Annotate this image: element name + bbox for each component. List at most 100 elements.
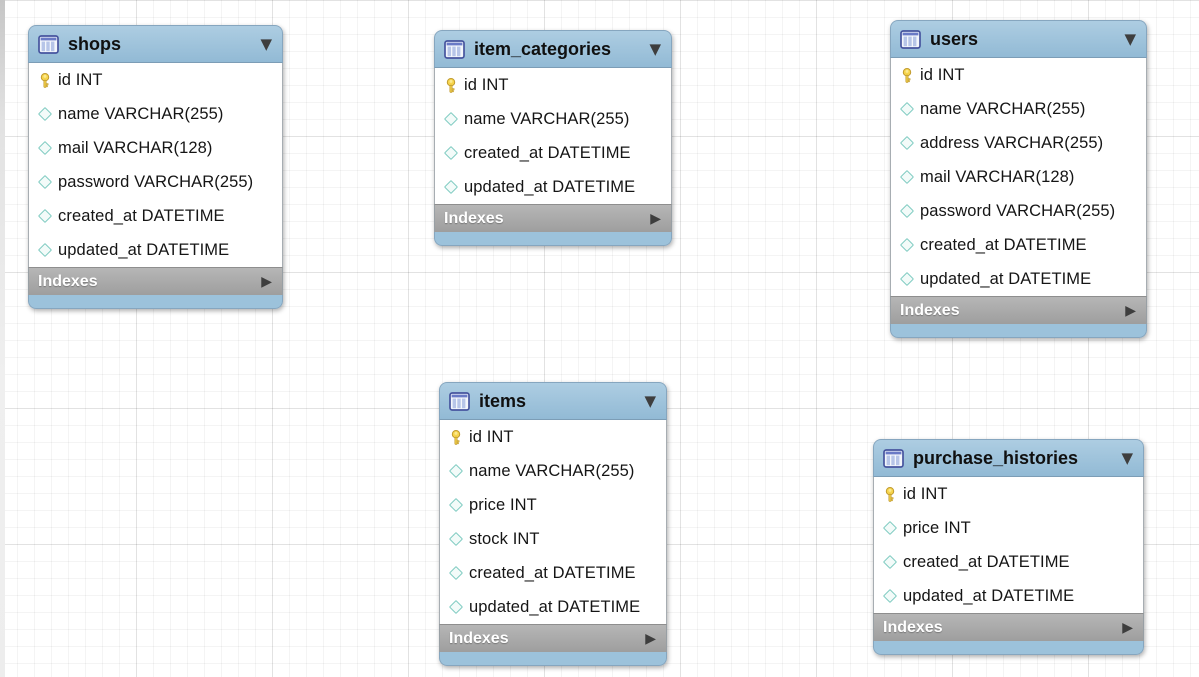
indexes-bar[interactable]: Indexes ▶ (434, 204, 672, 232)
columns-list: id INT name VARCHAR(255) mail VARCHAR(12… (28, 63, 283, 267)
table-grid-icon (449, 391, 470, 411)
column-row[interactable]: mail VARCHAR(128) (29, 131, 282, 165)
diamond-icon (898, 101, 915, 117)
diamond-icon (442, 111, 459, 127)
column-row[interactable]: id INT (874, 477, 1143, 511)
column-text: password VARCHAR(255) (58, 172, 254, 191)
indexes-label: Indexes (900, 301, 960, 319)
column-row[interactable]: price INT (440, 488, 666, 522)
table-header[interactable]: purchase_histories ▼ (873, 439, 1144, 477)
table-title: items (479, 390, 527, 411)
column-text: updated_at DATETIME (464, 177, 636, 196)
column-row[interactable]: price INT (874, 511, 1143, 545)
column-row[interactable]: created_at DATETIME (874, 545, 1143, 579)
column-text: id INT (920, 65, 965, 84)
column-row[interactable]: name VARCHAR(255) (891, 92, 1146, 126)
column-row[interactable]: updated_at DATETIME (874, 579, 1143, 613)
diamond-icon (36, 140, 53, 156)
column-row[interactable]: name VARCHAR(255) (435, 102, 671, 136)
column-row[interactable]: name VARCHAR(255) (29, 97, 282, 131)
diamond-icon (36, 208, 53, 224)
column-text: id INT (58, 70, 103, 89)
table-purchase-histories[interactable]: purchase_histories ▼ id INT price INT cr… (873, 439, 1144, 655)
table-header[interactable]: item_categories ▼ (434, 30, 672, 68)
column-row[interactable]: stock INT (440, 522, 666, 556)
column-text: address VARCHAR(255) (920, 133, 1104, 152)
column-text: mail VARCHAR(128) (920, 167, 1075, 186)
column-row[interactable]: updated_at DATETIME (435, 170, 671, 204)
diamond-icon (898, 237, 915, 253)
column-text: updated_at DATETIME (58, 240, 230, 259)
column-text: name VARCHAR(255) (469, 461, 635, 480)
indexes-bar[interactable]: Indexes ▶ (28, 267, 283, 295)
table-bottom-strip (873, 641, 1144, 655)
columns-list: id INT name VARCHAR(255) price INT stock… (439, 420, 667, 624)
columns-list: id INT price INT created_at DATETIME upd… (873, 477, 1144, 613)
column-row[interactable]: mail VARCHAR(128) (891, 160, 1146, 194)
column-text: name VARCHAR(255) (920, 99, 1086, 118)
indexes-label: Indexes (449, 629, 509, 647)
column-row[interactable]: id INT (891, 58, 1146, 92)
table-title: purchase_histories (913, 447, 1079, 468)
collapse-triangle-icon[interactable]: ▼ (649, 39, 661, 58)
column-row[interactable]: id INT (440, 420, 666, 454)
table-bottom-strip (28, 295, 283, 309)
column-row[interactable]: updated_at DATETIME (29, 233, 282, 267)
column-row[interactable]: created_at DATETIME (891, 228, 1146, 262)
expand-triangle-icon[interactable]: ▶ (1125, 302, 1136, 319)
column-row[interactable]: address VARCHAR(255) (891, 126, 1146, 160)
indexes-bar[interactable]: Indexes ▶ (873, 613, 1144, 641)
column-text: mail VARCHAR(128) (58, 138, 213, 157)
column-text: created_at DATETIME (464, 143, 631, 162)
column-row[interactable]: updated_at DATETIME (891, 262, 1146, 296)
column-text: id INT (469, 427, 514, 446)
table-header[interactable]: users ▼ (890, 20, 1147, 58)
column-row[interactable]: name VARCHAR(255) (440, 454, 666, 488)
indexes-label: Indexes (444, 209, 504, 227)
table-bottom-strip (434, 232, 672, 246)
column-row[interactable]: id INT (29, 63, 282, 97)
diamond-icon (36, 106, 53, 122)
column-row[interactable]: updated_at DATETIME (440, 590, 666, 624)
column-text: price INT (469, 495, 537, 514)
primary-key-icon (898, 67, 915, 83)
table-title: item_categories (474, 38, 612, 59)
column-row[interactable]: password VARCHAR(255) (891, 194, 1146, 228)
column-text: created_at DATETIME (903, 552, 1070, 571)
columns-list: id INT name VARCHAR(255) address VARCHAR… (890, 58, 1147, 296)
column-text: price INT (903, 518, 971, 537)
expand-triangle-icon[interactable]: ▶ (650, 210, 661, 227)
expand-triangle-icon[interactable]: ▶ (645, 630, 656, 647)
column-text: updated_at DATETIME (920, 269, 1092, 288)
column-text: updated_at DATETIME (903, 586, 1075, 605)
table-grid-icon (38, 34, 59, 54)
primary-key-icon (442, 77, 459, 93)
table-grid-icon (883, 448, 904, 468)
collapse-triangle-icon[interactable]: ▼ (1121, 448, 1133, 467)
column-text: created_at DATETIME (920, 235, 1087, 254)
expand-triangle-icon[interactable]: ▶ (261, 273, 272, 290)
column-text: name VARCHAR(255) (58, 104, 224, 123)
table-header[interactable]: items ▼ (439, 382, 667, 420)
column-row[interactable]: created_at DATETIME (440, 556, 666, 590)
indexes-label: Indexes (883, 618, 943, 636)
column-row[interactable]: id INT (435, 68, 671, 102)
table-item-categories[interactable]: item_categories ▼ id INT name VARCHAR(25… (434, 30, 672, 246)
table-header[interactable]: shops ▼ (28, 25, 283, 63)
collapse-triangle-icon[interactable]: ▼ (644, 391, 656, 410)
column-row[interactable]: password VARCHAR(255) (29, 165, 282, 199)
column-row[interactable]: created_at DATETIME (29, 199, 282, 233)
column-text: id INT (464, 75, 509, 94)
indexes-bar[interactable]: Indexes ▶ (439, 624, 667, 652)
diamond-icon (36, 242, 53, 258)
indexes-label: Indexes (38, 272, 98, 290)
table-users[interactable]: users ▼ id INT name VARCHAR(255) address… (890, 20, 1147, 338)
collapse-triangle-icon[interactable]: ▼ (1124, 29, 1136, 48)
collapse-triangle-icon[interactable]: ▼ (260, 34, 272, 53)
indexes-bar[interactable]: Indexes ▶ (890, 296, 1147, 324)
table-shops[interactable]: shops ▼ id INT name VARCHAR(255) mail VA… (28, 25, 283, 309)
expand-triangle-icon[interactable]: ▶ (1122, 619, 1133, 636)
column-row[interactable]: created_at DATETIME (435, 136, 671, 170)
table-items[interactable]: items ▼ id INT name VARCHAR(255) price I… (439, 382, 667, 666)
